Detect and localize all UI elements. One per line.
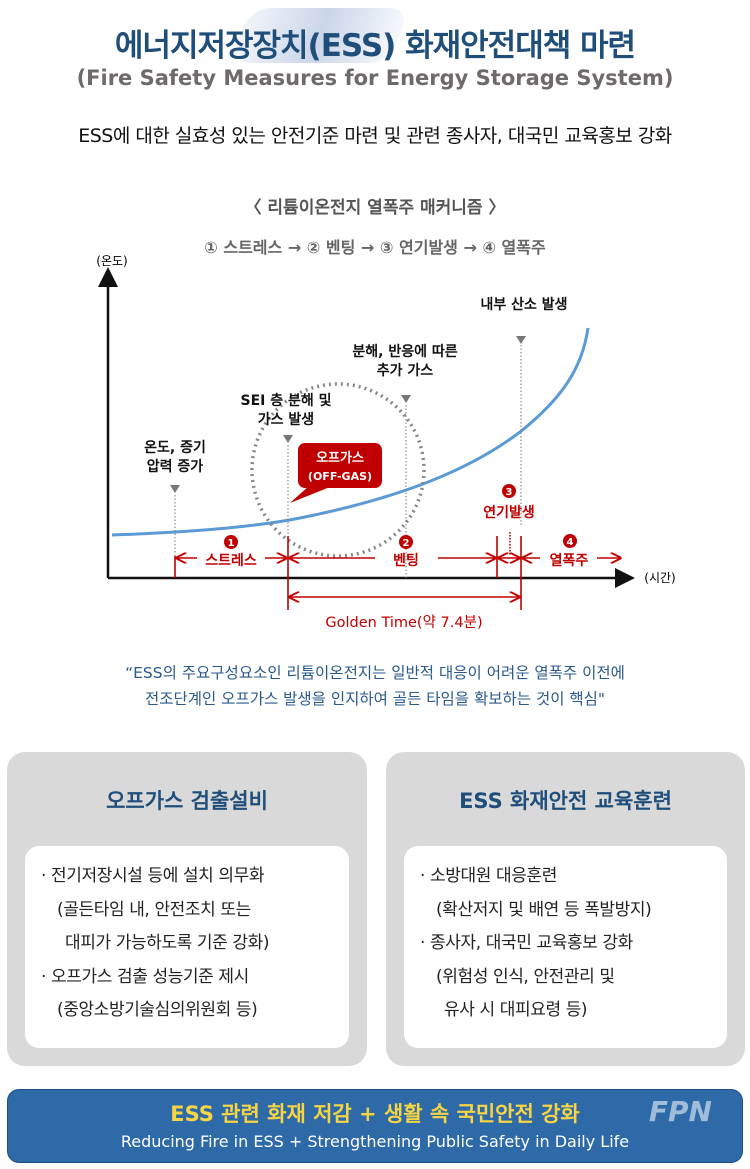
card-item: · 소방대원 대응훈련 [420, 866, 557, 886]
phase-markers [174, 532, 620, 610]
offgas-label: 오프가스 [316, 451, 364, 466]
offgas-highlight-circle [250, 382, 426, 558]
event-1-line2: 압력 증가 [147, 459, 204, 475]
event-3-line1: 분해, 반응에 따른 [352, 343, 457, 360]
phase-2-label: 벤팅 [393, 552, 419, 569]
card-subitem: (확산저지 및 배연 등 폭발방지) [436, 899, 652, 920]
offgas-detection-card: 오프가스 검출설비 · 전기저장시설 등에 설치 의무화 (골든타임 내, 안전… [7, 752, 367, 1066]
education-training-card: ESS 화재안전 교육훈련 · 소방대원 대응훈련 (확산저지 및 배연 등 폭… [386, 752, 745, 1066]
offgas-sublabel: (OFF-GAS) [308, 470, 372, 483]
card-item: · 종사자, 대국민 교육홍보 강화 [420, 933, 633, 953]
event-2-line2: 가스 발생 [258, 411, 314, 428]
card-subitem: 유사 시 대피요령 등) [444, 1000, 588, 1020]
key-quote: “ESS의 주요구성요소인 리튬이온전지는 일반적 대응이 어려운 열폭주 이전… [0, 660, 750, 712]
phase-3-label: 연기발생 [483, 504, 535, 521]
summary-banner: FPN ESS 관련 화재 저감 + 생활 속 국민안전 강화 Reducing… [7, 1089, 743, 1163]
phase-1-label: 스트레스 [205, 553, 257, 569]
x-axis-label: (시간) [644, 571, 675, 585]
phase-4-number: 4 [567, 537, 574, 548]
card-title: ESS 화재안전 교육훈련 [459, 789, 672, 813]
thermal-runaway-diagram: (온도) (시간) 온도, 증기 압력 증가 SEI 층 분해 및 가스 발생 … [96, 254, 675, 631]
golden-time-label: Golden Time(약 7.4분) [325, 614, 482, 631]
lead-text: ESS에 대한 실효성 있는 안전기준 마련 및 관련 종사자, 대국민 교육홍… [78, 125, 672, 147]
card-item: · 전기저장시설 등에 설치 의무화 [41, 866, 265, 886]
phase-4-label: 열폭주 [550, 552, 589, 569]
phase-3-number: 3 [506, 487, 513, 498]
event-1-line1: 온도, 증기 [144, 440, 206, 456]
offgas-callout: 오프가스 (OFF-GAS) [290, 443, 382, 503]
fpn-logo: FPN [648, 1095, 712, 1128]
card-subitem: (중앙소방기술심의위원회 등) [57, 1000, 258, 1020]
event-4-line1: 내부 산소 발생 [480, 296, 567, 313]
quote-line-1: “ESS의 주요구성요소인 리튬이온전지는 일반적 대응이 어려운 열폭주 이전… [125, 664, 625, 682]
event-3-line2: 추가 가스 [377, 363, 434, 379]
card-subitem: (위험성 인식, 안전관리 및 [436, 966, 615, 987]
temperature-curve [111, 327, 590, 537]
card-subitem: (골든타임 내, 안전조치 또는 [57, 899, 251, 920]
diagram-title: 〈 리튬이온전지 열폭주 매커니즘 〉 [244, 198, 506, 218]
card-item: · 오프가스 검출 성능기준 제시 [41, 966, 249, 987]
phase-2-number: 2 [403, 538, 410, 549]
banner-english: Reducing Fire in ESS + Strengthening Pub… [120, 1132, 630, 1151]
event-guide-lines [174, 345, 522, 578]
diagram-steps: ① 스트레스 → ② 벤팅 → ③ 연기발생 → ④ 열폭주 [204, 238, 546, 257]
card-title: 오프가스 검출설비 [106, 789, 268, 813]
page-title: 에너지저장장치(ESS) 화재안전대책 마련 [114, 28, 636, 64]
card-subitem: 대피가 가능하도록 기준 강화) [65, 933, 270, 953]
page-subtitle: (Fire Safety Measures for Energy Storage… [76, 66, 674, 90]
banner-korean: ESS 관련 화재 저감 + 생활 속 국민안전 강화 [170, 1102, 580, 1126]
phase-1-number: 1 [228, 538, 235, 549]
y-axis-label: (온도) [96, 254, 127, 268]
event-2-line1: SEI 층 분해 및 [241, 392, 332, 409]
quote-line-2: 전조단계인 오프가스 발생을 인지하여 골든 타임을 확보하는 것이 핵심" [144, 690, 606, 708]
event-marker-triangles [170, 336, 526, 493]
